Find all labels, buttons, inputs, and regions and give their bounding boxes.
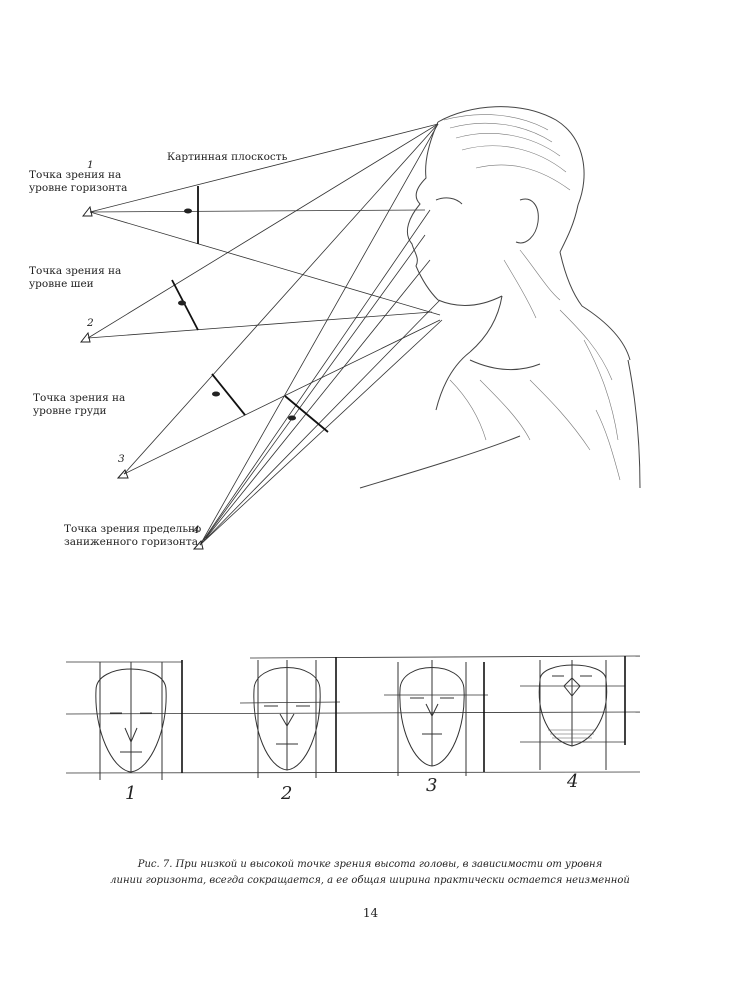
viewpoint-1-label-line2: уровне горизонта [29, 182, 128, 194]
viewpoint-3-number: 3 [118, 453, 125, 465]
page-number: 14 [362, 906, 379, 920]
viewpoint-2-number: 2 [87, 317, 94, 329]
viewpoint-4-label-line1: Точка зрения предельно [64, 523, 202, 535]
picture-plane-label: Картинная плоскость [167, 151, 288, 163]
head-2-number: 2 [281, 783, 293, 804]
viewpoint-1-label-line1: Точка зрения на [29, 169, 122, 181]
head-3-number: 3 [426, 775, 438, 796]
caption-line-2: линии горизонта, всегда сокращается, а е… [110, 875, 630, 886]
viewpoint-4-label-line2: заниженного горизонта [64, 536, 198, 548]
viewpoint-3-label-line1: Точка зрения на [33, 392, 126, 404]
caption-line-1: Рис. 7. При низкой и высокой точке зрени… [137, 859, 603, 870]
figure-caption: Рис. 7. При низкой и высокой точке зрени… [110, 857, 630, 889]
viewpoint-3-label-line2: уровне груди [33, 405, 107, 417]
viewpoint-2-label-line1: Точка зрения на [29, 265, 122, 277]
viewpoint-2-label-line2: уровне шеи [29, 278, 94, 290]
head-1-number: 1 [125, 783, 137, 804]
viewpoint-1-number: 1 [87, 159, 94, 171]
viewpoint-4-number: 4 [193, 524, 200, 536]
head-4-number: 4 [567, 771, 579, 792]
